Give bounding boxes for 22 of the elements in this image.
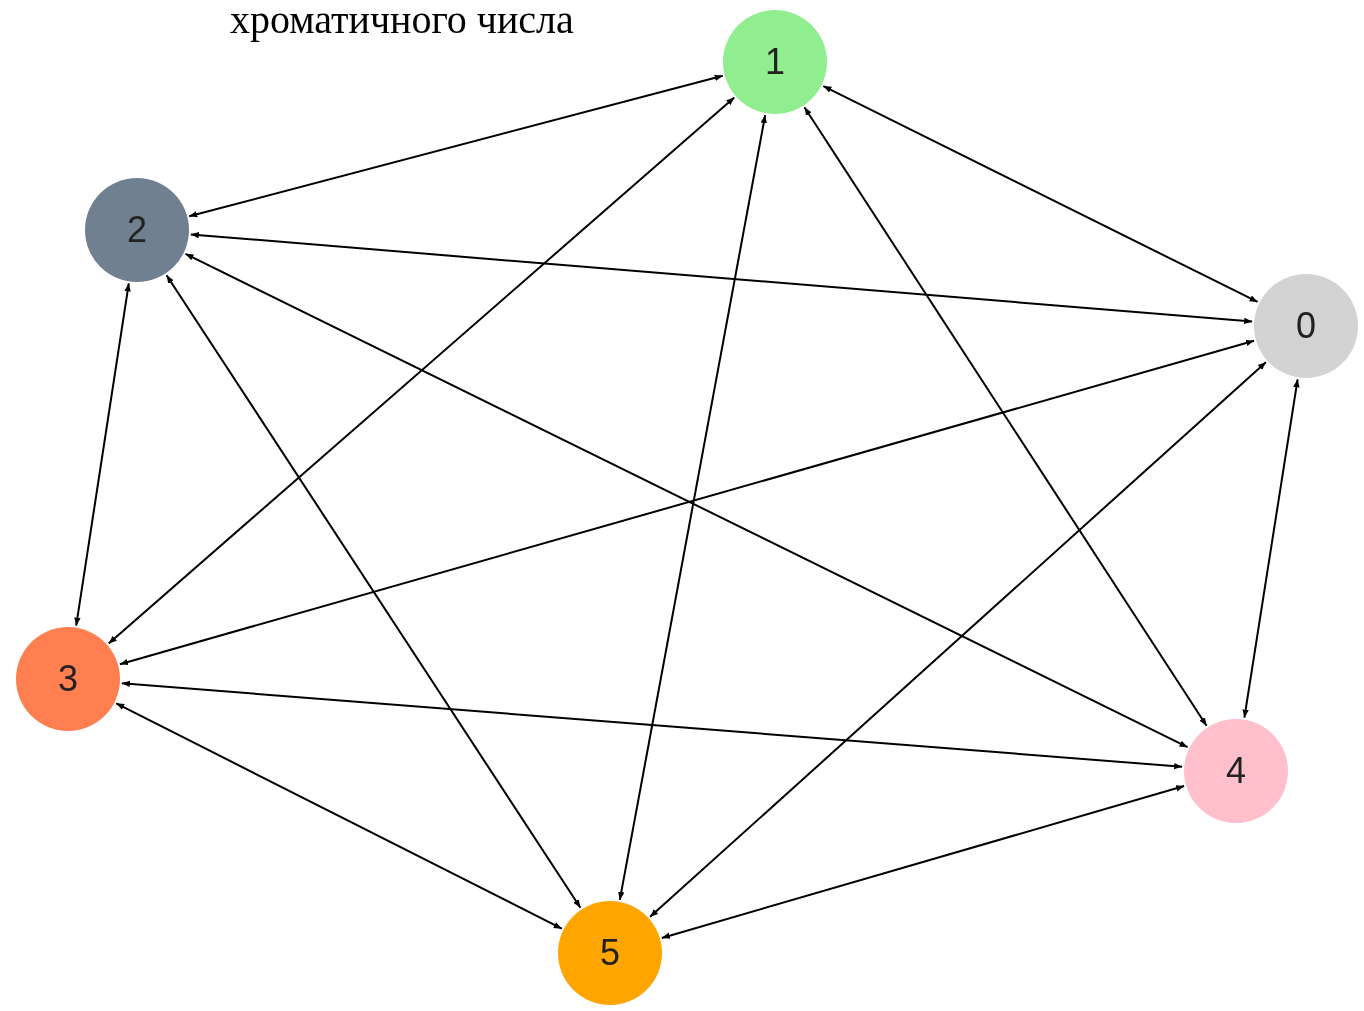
double-arrow <box>822 85 1259 303</box>
double-arrow <box>189 231 1254 325</box>
double-arrow <box>184 252 1189 749</box>
vertex-label: 0 <box>1296 304 1316 348</box>
double-arrow <box>188 74 724 218</box>
double-arrow <box>618 114 767 901</box>
double-arrow <box>1242 378 1300 719</box>
title: хроматичного числа <box>230 0 574 40</box>
double-arrow <box>120 680 1184 770</box>
double-arrow <box>118 339 1256 666</box>
double-arrow <box>115 702 563 930</box>
vertex-label: 5 <box>600 931 620 975</box>
double-arrow <box>165 274 582 909</box>
vertex-label: 1 <box>765 40 785 84</box>
vertex-label: 4 <box>1226 749 1246 793</box>
double-arrow <box>649 361 1267 918</box>
vertex-label: 2 <box>127 208 147 252</box>
double-arrow <box>803 106 1208 727</box>
double-arrow <box>107 96 736 645</box>
vertex-label: 3 <box>58 657 78 701</box>
double-arrow <box>74 282 131 627</box>
double-arrow <box>660 785 1186 939</box>
